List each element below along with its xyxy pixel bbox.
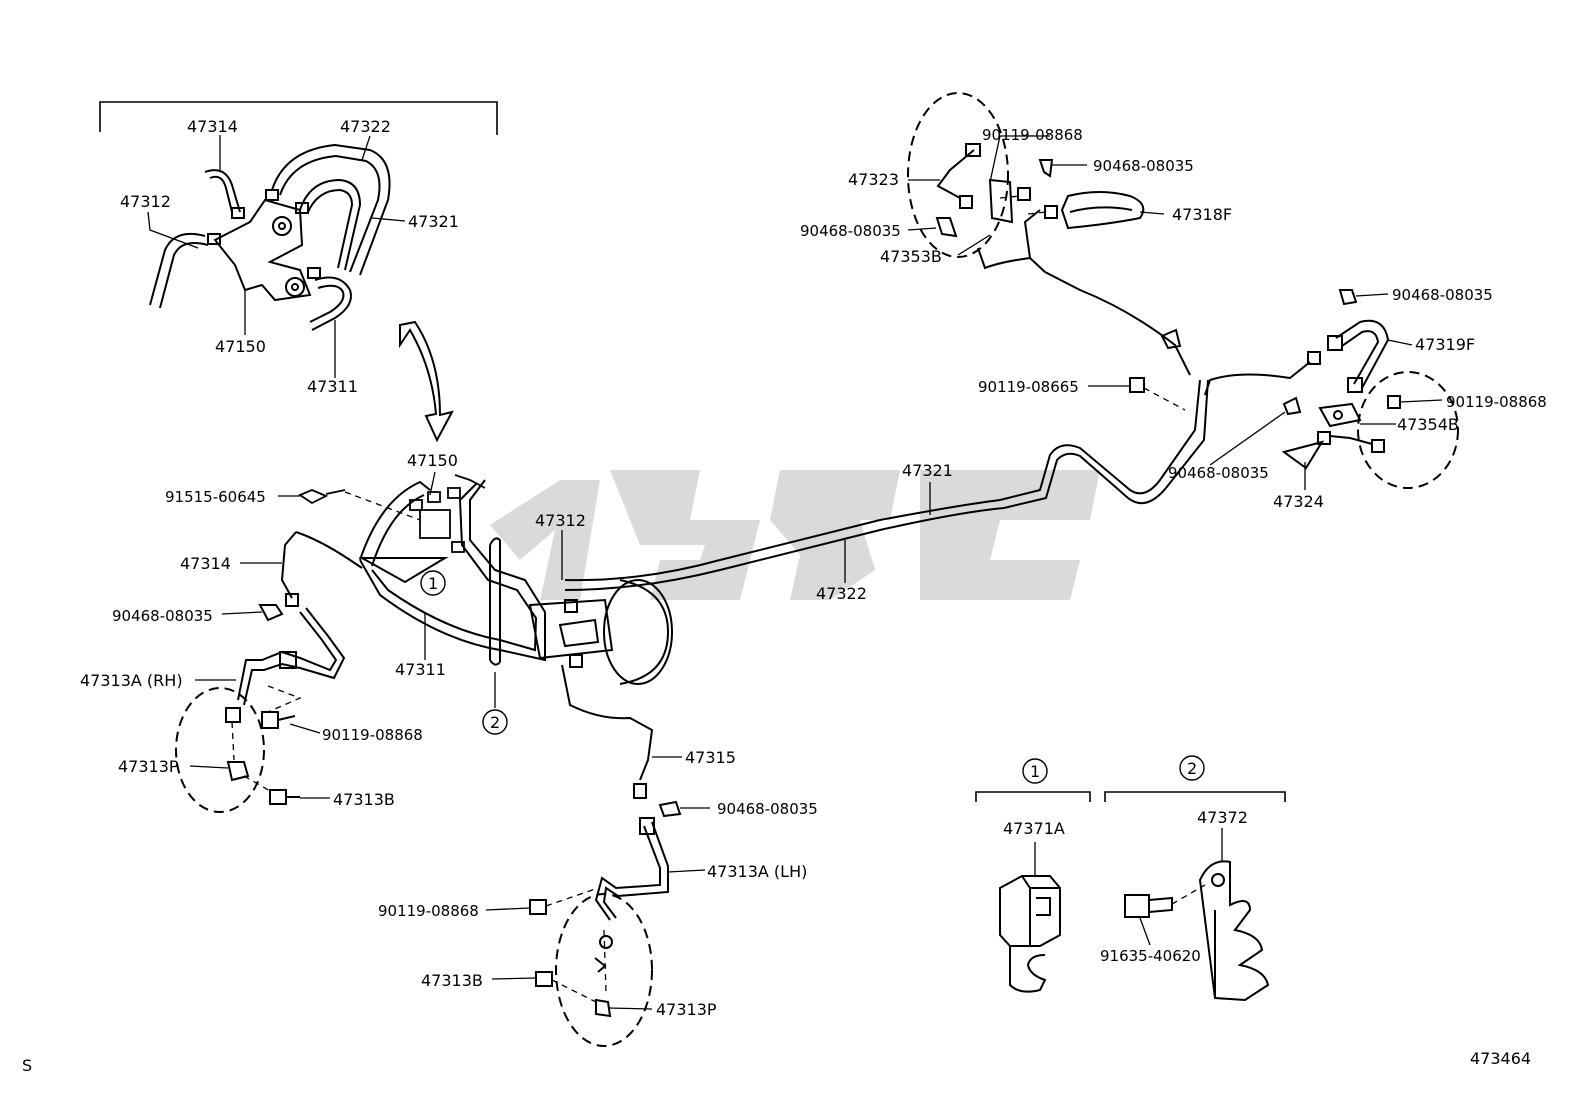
label-91635-40620: 91635-40620 xyxy=(1100,947,1201,965)
lh-hose-assembly xyxy=(529,783,682,1047)
label-47311-mid: 47311 xyxy=(395,660,446,679)
front-valve-parts xyxy=(298,474,486,553)
lh-dashed xyxy=(545,887,607,1003)
rear-right-lower-group xyxy=(1281,289,1459,489)
rh-hose-assembly xyxy=(175,593,346,813)
label-47150-mid: 47150 xyxy=(407,451,458,470)
corner-left-mark: S xyxy=(22,1056,32,1075)
leader-lines xyxy=(189,135,1443,1010)
rear-right-upper-group xyxy=(907,92,1182,393)
label-47312-mid: 47312 xyxy=(535,511,586,530)
inset-valve-assembly xyxy=(149,143,391,331)
label-47313B-left: 47313B xyxy=(333,790,395,809)
label-47314-top: 47314 xyxy=(187,117,238,136)
circled-callouts xyxy=(420,570,1205,784)
master-cylinder-booster xyxy=(528,579,673,685)
watermark-logo xyxy=(490,470,1100,600)
clip-47371A xyxy=(999,875,1061,993)
label-47372: 47372 xyxy=(1197,808,1248,827)
label-90468-08035-a: 90468-08035 xyxy=(1093,157,1194,175)
direction-arrow xyxy=(399,320,454,443)
inset-leaders xyxy=(147,135,406,378)
label-47313P-bottom: 47313P xyxy=(656,1000,717,1019)
label-47318F: 47318F xyxy=(1172,205,1232,224)
label-91515-60645: 91515-60645 xyxy=(165,488,266,506)
label-47313B-bottom: 47313B xyxy=(421,971,483,990)
circled-1-legend: 1 xyxy=(1030,762,1040,781)
circled-2-main: 2 xyxy=(490,713,500,732)
label-47311-top: 47311 xyxy=(307,377,358,396)
label-47313A-LH: 47313A (LH) xyxy=(707,862,807,881)
label-47321-top: 47321 xyxy=(408,212,459,231)
label-90119-08868-a: 90119-08868 xyxy=(982,126,1083,144)
label-47322-top: 47322 xyxy=(340,117,391,136)
label-47371A: 47371A xyxy=(1003,819,1065,838)
label-90119-08868-b: 90119-08868 xyxy=(1446,393,1547,411)
rr-upper-dashed xyxy=(999,195,1186,411)
label-90468-08035-c: 90468-08035 xyxy=(1392,286,1493,304)
label-90119-08868-c: 90119-08868 xyxy=(322,726,423,744)
label-47315: 47315 xyxy=(685,748,736,767)
label-47323: 47323 xyxy=(848,170,899,189)
inset-bracket xyxy=(99,101,498,135)
label-47319F: 47319F xyxy=(1415,335,1475,354)
legend-brackets xyxy=(975,791,1286,802)
label-47314-mid: 47314 xyxy=(180,554,231,573)
label-47313P-left: 47313P xyxy=(118,757,179,776)
label-47312-top: 47312 xyxy=(120,192,171,211)
label-47322-mid: 47322 xyxy=(816,584,867,603)
diagram-id: 473464 xyxy=(1470,1049,1531,1068)
clip-47372 xyxy=(1124,860,1270,1002)
label-90468-08035-e: 90468-08035 xyxy=(112,607,213,625)
rh-dashed xyxy=(231,685,302,793)
label-47313A-RH: 47313A (RH) xyxy=(80,671,183,690)
main-tube-routing xyxy=(280,209,1311,781)
label-90468-08035-f: 90468-08035 xyxy=(717,800,818,818)
label-90468-08035-d: 90468-08035 xyxy=(1168,464,1269,482)
circled-2-legend: 2 xyxy=(1187,759,1197,778)
label-47353B: 47353B xyxy=(880,247,942,266)
label-90468-08035-b: 90468-08035 xyxy=(800,222,901,240)
label-90119-08665: 90119-08665 xyxy=(978,378,1079,396)
label-90119-08868-d: 90119-08868 xyxy=(378,902,479,920)
circled-1-main: 1 xyxy=(428,574,438,593)
label-47321-mid: 47321 xyxy=(902,461,953,480)
label-47324: 47324 xyxy=(1273,492,1324,511)
label-47150-top: 47150 xyxy=(215,337,266,356)
label-47354B: 47354B xyxy=(1397,415,1459,434)
dashed-leaders-front xyxy=(344,491,421,521)
